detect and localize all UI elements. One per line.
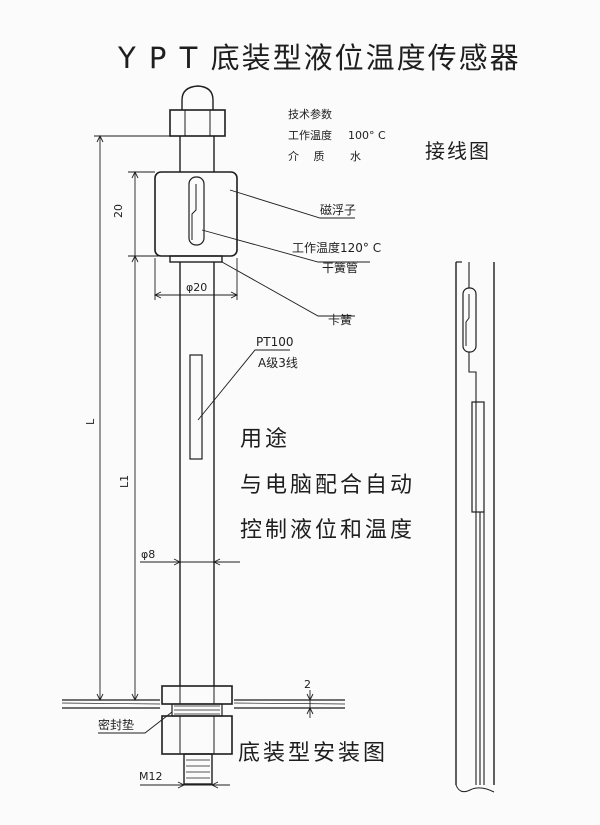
lower-hex-nut-top: [161, 685, 233, 705]
sensor-assembly: [154, 85, 238, 785]
leader-lines: [98, 189, 370, 734]
threaded-stub: [183, 753, 213, 785]
usage-heading: 用途: [240, 427, 290, 452]
specs-heading: 技术参数: [288, 107, 332, 121]
top-hex-nut: [169, 109, 226, 137]
callout-clip: 卡簧: [328, 312, 352, 327]
specs-temp-label: 工作温度: [288, 128, 332, 142]
install-diagram-title: 底装型安装图: [238, 741, 388, 766]
reed-switch-tube: [188, 176, 205, 246]
lower-hex-nut-bottom: [161, 715, 233, 755]
callout-reed: 干簧管: [322, 260, 358, 275]
wiring-diagram: [455, 261, 495, 793]
wiring-diagram-title: 接线图: [425, 139, 491, 163]
callout-gasket: 密封垫: [98, 717, 134, 732]
tank-wall-section: [61, 699, 346, 709]
pt100-element: [189, 354, 203, 460]
specs-temp-value: 100° C: [348, 129, 386, 142]
dim-float-height: 20: [112, 204, 125, 218]
dim-rod-diameter: φ8: [141, 548, 155, 561]
dim-length-probe: L1: [118, 475, 131, 488]
dimension-lines: [94, 134, 314, 789]
specs-medium-value: 水: [350, 150, 361, 163]
callout-pt100: PT100: [256, 335, 293, 349]
dim-thread: M12: [139, 770, 163, 783]
usage-line-1: 与电脑配合自动: [240, 473, 415, 498]
dim-gap: 2: [304, 678, 311, 691]
dim-length-total: L: [84, 418, 97, 425]
acorn-cap: [181, 85, 214, 110]
wiring-pt100-element: [471, 401, 485, 513]
specs-medium-label: 介 质: [288, 150, 325, 163]
usage-line-2: 控制液位和温度: [240, 518, 415, 543]
callout-float: 磁浮子: [320, 202, 356, 217]
drawing-title: Y P T 底装型液位温度传感器: [117, 41, 521, 75]
dim-float-diameter: φ20: [186, 281, 207, 294]
callout-reed-temp: 工作温度120° C: [292, 240, 381, 255]
retaining-clip: [169, 255, 223, 263]
callout-pt100-grade: A级3线: [258, 356, 298, 370]
